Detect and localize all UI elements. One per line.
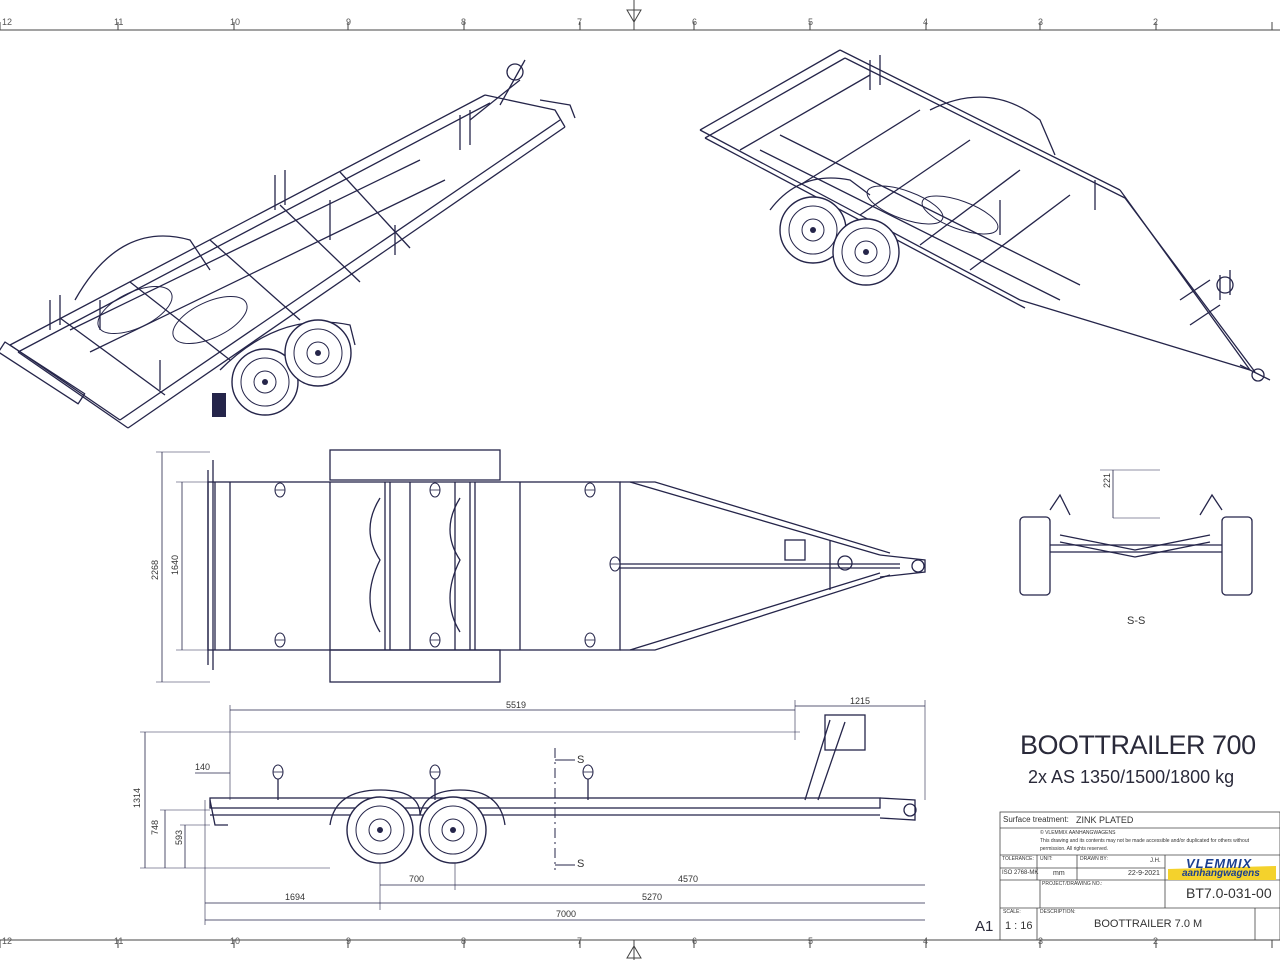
sheet-size: A1 <box>975 918 994 935</box>
zone-label: 6 <box>692 936 698 946</box>
zone-label: 11 <box>114 936 124 946</box>
tolerance-label: TOLERANCE: <box>1002 856 1034 862</box>
zone-label: 5 <box>808 936 814 946</box>
section-label: S-S <box>1127 615 1146 627</box>
zone-label: 8 <box>461 936 467 946</box>
iso-wheel-2 <box>284 319 352 387</box>
zone-label: 2 <box>1153 936 1159 946</box>
dim-inner-width: 1640 <box>170 554 180 575</box>
section-cut-letter-top: S <box>577 754 585 766</box>
brand-subtitle: aanhangwagens <box>1182 868 1260 879</box>
section-cut-letter-bottom: S <box>577 858 585 870</box>
zone-label: 4 <box>923 936 929 946</box>
dim-4570: 4570 <box>678 874 699 884</box>
section-view <box>1019 469 1253 596</box>
scale-value: 1 : 16 <box>1005 920 1033 932</box>
side-wheel-front <box>346 796 414 864</box>
zone-label: 3 <box>1038 17 1044 27</box>
isometric-view-front <box>699 49 1271 382</box>
surface-label: Surface treatment: <box>1003 815 1069 824</box>
zone-label: 8 <box>461 17 467 27</box>
plan-view <box>156 449 926 683</box>
drawing-title: BOOTTRAILER 700 <box>1020 730 1256 760</box>
copyright-line-1: © VLEMMIX AANHANGWAGENS <box>1040 830 1116 836</box>
zone-label: 5 <box>808 17 814 27</box>
side-wheel-rear <box>419 796 487 864</box>
zone-label: 12 <box>2 936 13 946</box>
dim-140: 140 <box>195 762 211 772</box>
iso-wheel-4 <box>832 218 900 286</box>
unit-value: mm <box>1053 870 1065 877</box>
drawn-value: J.H. <box>1150 858 1161 864</box>
side-view <box>140 700 926 925</box>
dim-1314: 1314 <box>132 787 142 808</box>
isometric-view-rear <box>0 59 576 429</box>
zone-label: 2 <box>1153 17 1159 27</box>
surface-value: ZINK PLATED <box>1076 815 1134 825</box>
brand-name: VLEMMIX <box>1186 856 1253 871</box>
description-value: BOOTTRAILER 7.0 M <box>1094 918 1203 930</box>
zone-label: 9 <box>346 17 352 27</box>
zone-label: 7 <box>577 17 583 27</box>
zone-label: 4 <box>923 17 929 27</box>
dim-593: 593 <box>174 829 184 845</box>
dim-overall-width: 2268 <box>150 559 160 580</box>
zone-label: 10 <box>230 936 241 946</box>
unit-label: UNIT: <box>1040 856 1053 862</box>
zone-label: 3 <box>1038 936 1044 946</box>
dim-1694: 1694 <box>285 892 306 902</box>
project-label: PROJECT/DRAWING NO.: <box>1042 881 1103 887</box>
drawing-subtitle: 2x AS 1350/1500/1800 kg <box>1028 767 1235 787</box>
zone-label: 10 <box>230 17 241 27</box>
drawn-label: DRAWN BY: <box>1080 856 1108 862</box>
zone-label: 9 <box>346 936 352 946</box>
zone-label: 11 <box>114 17 124 27</box>
mudflap <box>212 393 226 417</box>
dim-7000: 7000 <box>556 909 577 919</box>
project-number: BT7.0-031-00 <box>1186 885 1272 901</box>
date-value: 22-9-2021 <box>1128 870 1160 877</box>
dim-section-height: 221 <box>1102 472 1112 488</box>
scale-label: SCALE: <box>1003 909 1021 915</box>
dim-748: 748 <box>150 819 160 835</box>
copyright-line-2: This drawing and its contents may not be… <box>1040 838 1250 844</box>
zone-label: 6 <box>692 17 698 27</box>
brand-logo <box>1168 857 1276 880</box>
description-label: DESCRIPTION: <box>1040 909 1076 915</box>
copyright-line-3: permission. All rights reserved. <box>1040 846 1109 852</box>
dim-5270: 5270 <box>642 892 663 902</box>
zone-label: 7 <box>577 936 583 946</box>
zone-label: 12 <box>2 17 13 27</box>
dim-1215: 1215 <box>850 696 871 706</box>
dim-5519: 5519 <box>506 700 527 710</box>
tolerance-value: ISO 2768-MK <box>1002 870 1039 876</box>
dim-700: 700 <box>409 874 425 884</box>
